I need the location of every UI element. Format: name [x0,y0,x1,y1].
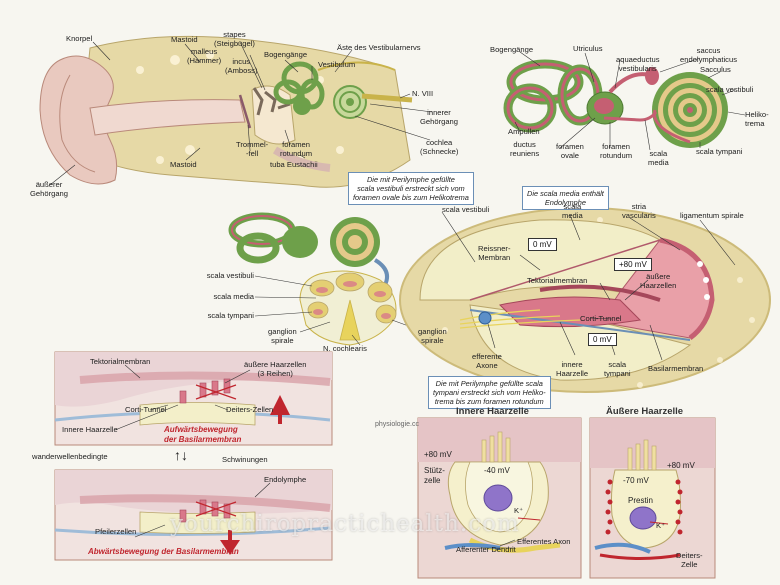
label-aeussere-3: äußere Haarzellen [640,272,677,290]
label-stuetzzelle: Stütz- zelle [424,466,445,485]
potential-scala-vestibuli: 0 mV [528,238,557,251]
title-outer-hair-cell: Äußere Haarzelle [606,406,684,417]
label-cochlea: cochlea (Schnecke) [420,138,459,156]
label-physiologie: physiologie.cc [375,421,419,428]
label-n-viii: N. VIII [412,89,434,98]
label-efferentes-axon: Efferentes Axon [517,537,571,546]
label-tektorial-4: Tektorialmembran [90,357,151,366]
label-innere-haarzelle-4: Innere Haarzelle [62,425,118,434]
label-afferenter-dendrit: Afferenter Dendrit [456,545,516,554]
cochlear-duct-section [399,207,771,393]
label-scala-tympani-2: scala tympani [696,147,743,156]
label-foramen-rotundum-2: foramen rotundum [600,142,633,160]
up-down-arrows-icon: ↑↓ [174,447,188,463]
corti-upward-panel [54,351,333,446]
label-n-cochlearis: N. cochlearis [323,344,367,353]
ear-cross-section [39,35,433,188]
cochlea-overview [228,212,426,346]
label-wave-left: wanderwellenbedingte [32,452,108,461]
note-scala-vestibuli: Die mit Perilymphe gefüllte scala vestib… [348,172,474,205]
outer-hair-cell-panel [589,417,716,579]
label-scala-tympani-3: scala tympani [604,360,631,378]
label-inner-minus40: -40 mV [484,466,510,475]
label-scala-vestibuli-2: scala vestibuli [706,85,754,94]
label-bogengaenge-2: Bogengänge [490,45,534,54]
label-prestin: Prestin [628,496,653,505]
corti-downward-panel [54,469,333,561]
label-utriculus: Utriculus [573,44,603,53]
label-cochlea-scala-media: scala media [213,292,254,301]
label-aqueductus: aquaeductus vestibularis [616,55,660,73]
label-deiters-zelle: Deiters- Zelle [676,551,703,569]
label-foramen-ovale: foramen ovale [556,142,584,160]
label-cochlea-scala-vestibuli: scala vestibuli [206,271,254,280]
label-mastoid-bottom: Mastoid [170,160,197,169]
label-foramen-rotundum-1: foramen rotundum [280,140,313,158]
label-outer-minus70: -70 mV [623,476,649,485]
label-stapes: stapes (Steigbügel) [214,30,255,48]
potential-scala-tympani: 0 mV [588,333,617,346]
label-outer-plus80: +80 mV [667,461,695,470]
label-vestibulum: Vestibulum [318,60,356,69]
label-tuba: tuba Eustachii [270,160,318,169]
label-malleus: malleus (Hammer) [187,47,222,65]
label-cochlea-scala-tympani: scala tympani [207,311,254,320]
label-corti-tunnel-4: Corti-Tunnel [125,405,167,414]
label-ductus: ductus reuniens [510,140,540,158]
label-efferente: efferente Axone [472,352,502,370]
label-saccus: saccus endolymphaticus [680,46,737,64]
label-reissner: Reissner- Membran [478,244,511,262]
label-innerer-gehoergang: innerer Gehörgang [420,108,458,126]
note-scala-media: Die scala media enthält Endolymphe [522,186,609,210]
label-incus: incus (Amboss) [225,57,258,75]
label-ganglion-right: ganglion spirale [418,327,447,345]
label-outer-kplus: K⁺ [656,521,666,530]
label-pfeilerzellen: Pfeilerzellen [95,527,137,536]
label-bogengaenge-1: Bogengänge [264,50,308,59]
label-aeussere-4: äußere Haarzellen (3 Reihen) [244,360,307,378]
label-scala-vestibuli-3: scala vestibuli [442,205,490,214]
label-endolymphe: Endolymphe [264,475,307,484]
label-scala-media-2: scala media [648,149,669,167]
label-downward-movement: Abwärtsbewegung der Basilarmembran [88,547,239,556]
label-aeusserer-gehoergang: äußerer Gehörgang [30,180,68,198]
label-tektorial-3: Tektorialmembran [527,276,588,285]
label-inner-plus80: +80 mV [424,450,452,459]
label-helikotrema: Heliko- trema [745,110,769,128]
label-trommelfell: Trommel- -fell [236,140,269,158]
label-mastoid-top: Mastoid [171,35,198,44]
label-ampullen: Ampullen [508,127,540,136]
watermark-text: yourchiropractichealth.com [170,511,520,537]
label-innere-haarzelle-3: innere Haarzelle [556,360,589,378]
label-wave-right: Schwinungen [222,455,268,464]
label-deiters-4: Deiters-Zellen [226,405,274,414]
label-sacculus: Sacculus [700,65,731,74]
label-stria: stria vascularis [622,202,656,220]
label-upward-movement: Aufwärtsbewegung der Basilarmembran [164,425,242,444]
inner-hair-cell-panel [417,417,582,579]
label-vestibularnerv: Äste des Vestibularnervs [337,43,421,52]
label-ganglion-left: ganglion spirale [268,327,297,345]
potential-scala-media: +80 mV [614,258,652,271]
label-inner-kplus: K⁺ [514,506,524,515]
label-knorpel: Knorpel [66,34,93,43]
label-ligamentum: ligamentum spirale [680,211,744,220]
title-inner-hair-cell: Innere Haarzelle [456,406,529,417]
label-basilarmembran: Basilarmembran [648,364,704,373]
label-scala-media-3: scala media [562,202,583,220]
note-scala-tympani: Die mit Perilymphe gefüllte scala tympan… [428,376,551,409]
labyrinth-illustration [503,51,746,151]
label-corti-tunnel-3: Corti-Tunnel [580,314,622,323]
